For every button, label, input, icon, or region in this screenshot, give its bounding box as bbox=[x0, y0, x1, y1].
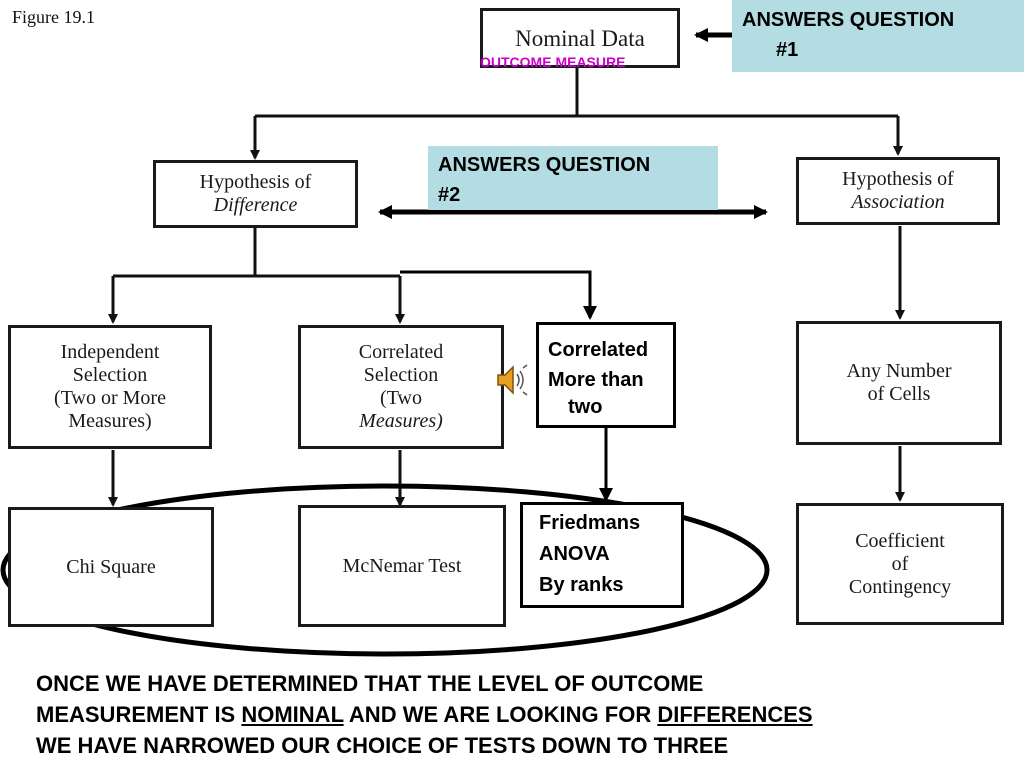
node-nominal-data: Nominal Data bbox=[480, 8, 680, 68]
correlated-more-line1: Correlated bbox=[548, 339, 649, 361]
mcnemar-label: McNemar Test bbox=[342, 554, 462, 577]
hyp-diff-line1: Hypothesis of bbox=[199, 171, 312, 193]
correlated-more-line2: More than bbox=[548, 369, 644, 391]
footer-nominal: NOMINAL bbox=[241, 702, 344, 727]
footer-line2: MEASUREMENT IS NOMINAL AND WE ARE LOOKIN… bbox=[36, 699, 996, 730]
independent-line1: Independent bbox=[60, 341, 160, 363]
callout-question-2: ANSWERS QUESTION #2 bbox=[428, 146, 718, 210]
node-coefficient-of-contingency: Coefficient of Contingency bbox=[796, 503, 1004, 625]
coefficient-line2: of bbox=[891, 552, 909, 575]
footer-line3: WE HAVE NARROWED OUR CHOICE OF TESTS DOW… bbox=[36, 733, 729, 758]
node-independent-selection: Independent Selection (Two or More Measu… bbox=[8, 325, 212, 449]
callout-question-1: ANSWERS QUESTION #1 bbox=[732, 0, 1024, 72]
footer-statement: ONCE WE HAVE DETERMINED THAT THE LEVEL O… bbox=[36, 668, 996, 761]
correlated-line2: Selection bbox=[363, 364, 439, 386]
tests-ellipse bbox=[0, 483, 770, 657]
callout-q2-line1: ANSWERS QUESTION bbox=[438, 154, 651, 176]
correlated-line1: Correlated bbox=[358, 341, 444, 363]
footer-line1: ONCE WE HAVE DETERMINED THAT THE LEVEL O… bbox=[36, 671, 704, 696]
node-friedmans-anova: Friedmans ANOVA By ranks bbox=[520, 502, 684, 608]
friedmans-line2: ANOVA bbox=[539, 543, 610, 565]
speaker-icon[interactable] bbox=[494, 362, 530, 398]
node-correlated-selection: Correlated Selection (Two Measures) bbox=[298, 325, 504, 449]
footer-differences: DIFFERENCES bbox=[657, 702, 813, 727]
independent-line2: Selection bbox=[72, 364, 148, 386]
callout-q2-line2: #2 bbox=[438, 184, 461, 206]
friedmans-line1: Friedmans bbox=[539, 512, 641, 534]
node-hypothesis-difference: Hypothesis of Difference bbox=[153, 160, 358, 228]
callout-q1-line1: ANSWERS QUESTION bbox=[742, 9, 955, 31]
chi-square-label: Chi Square bbox=[66, 555, 156, 578]
correlated-more-line3: two bbox=[568, 396, 603, 418]
coefficient-line1: Coefficient bbox=[855, 529, 945, 552]
arrow-to-correlated-more bbox=[400, 270, 597, 320]
outcome-measure-label: OUTCOME MEASURE bbox=[480, 54, 626, 70]
node-chi-square: Chi Square bbox=[8, 507, 214, 627]
coefficient-line3: Contingency bbox=[848, 575, 952, 598]
footer-line2-a: MEASUREMENT IS bbox=[36, 702, 242, 727]
correlated-line3: (Two bbox=[380, 387, 422, 409]
any-number-line2: of Cells bbox=[867, 383, 931, 405]
hyp-assoc-line2: Association bbox=[851, 191, 945, 213]
independent-line4: Measures) bbox=[68, 410, 152, 432]
correlated-line4: Measures) bbox=[359, 410, 443, 432]
any-number-line1: Any Number bbox=[846, 360, 952, 382]
independent-line3: (Two or More bbox=[54, 387, 166, 409]
node-hypothesis-association: Hypothesis of Association bbox=[796, 157, 1000, 225]
node-nominal-data-label: Nominal Data bbox=[515, 25, 645, 51]
node-any-number-of-cells: Any Number of Cells bbox=[796, 321, 1002, 445]
figure-label: Figure 19.1 bbox=[12, 7, 95, 27]
node-correlated-more-than-two: Correlated More than two bbox=[536, 322, 676, 428]
callout-q1-line2: #1 bbox=[776, 39, 799, 61]
footer-line2-c: AND WE ARE LOOKING FOR bbox=[343, 702, 658, 727]
node-mcnemar-test: McNemar Test bbox=[298, 505, 506, 627]
friedmans-line3: By ranks bbox=[539, 574, 624, 596]
hyp-diff-line2: Difference bbox=[213, 194, 298, 216]
hyp-assoc-line1: Hypothesis of bbox=[842, 168, 954, 190]
